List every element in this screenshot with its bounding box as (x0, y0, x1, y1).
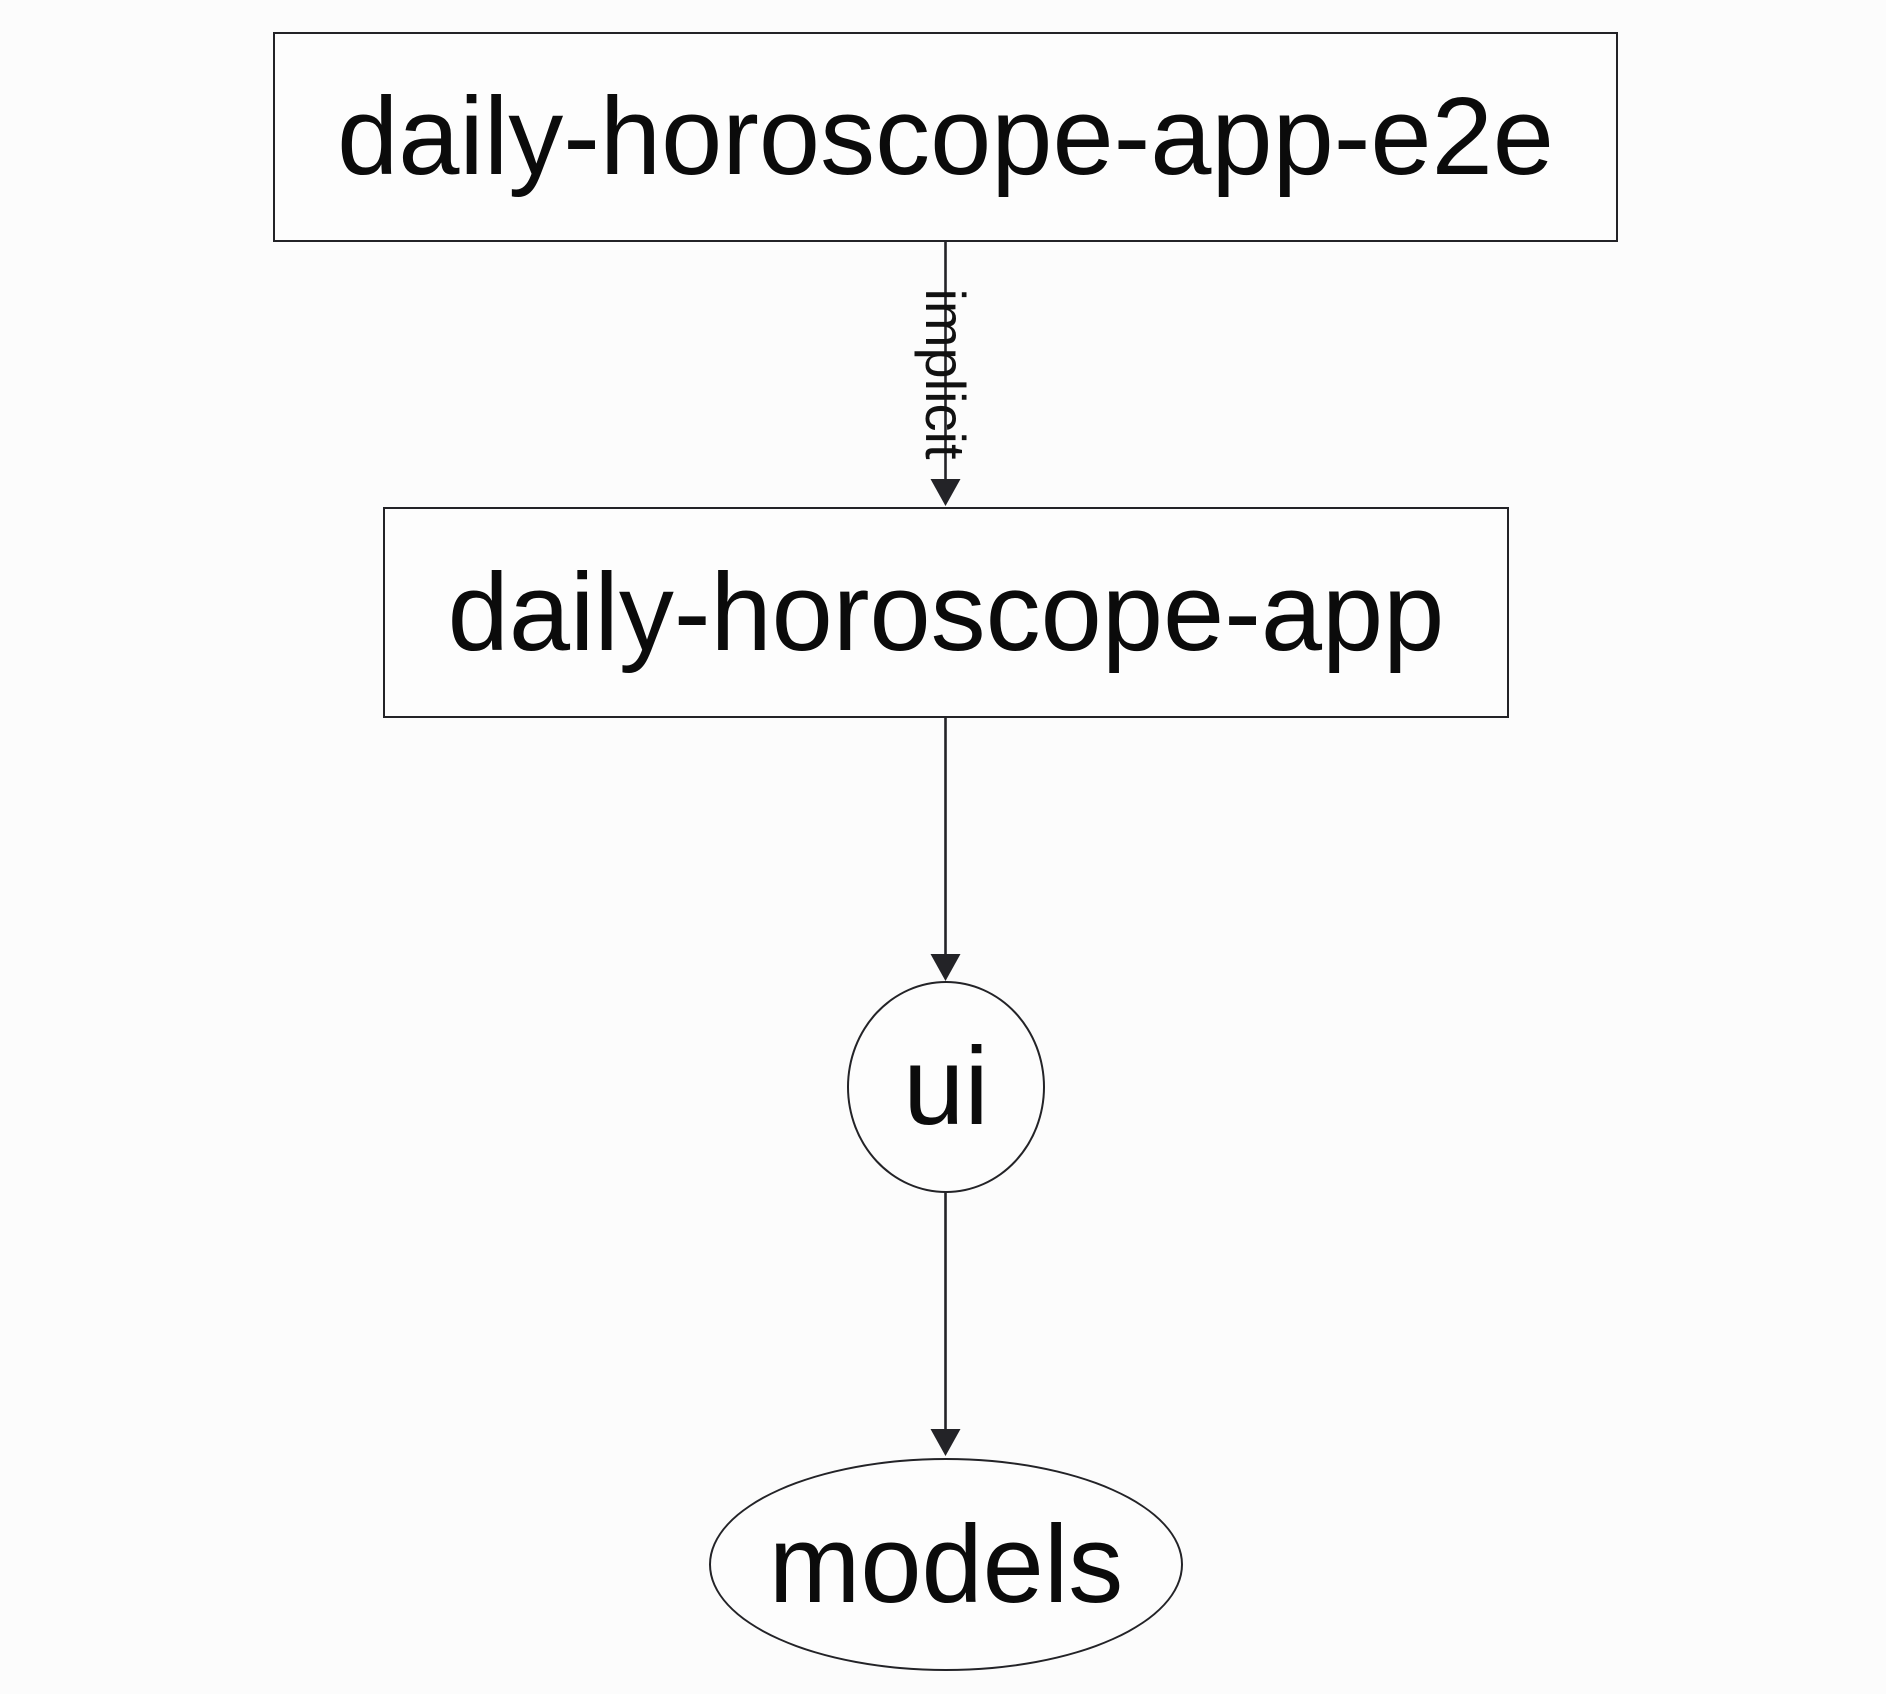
node-label: daily-horoscope-app (447, 550, 1445, 674)
node-label: models (768, 1502, 1124, 1626)
arrowhead-icon (930, 479, 961, 506)
node-models[interactable]: models (709, 1458, 1183, 1671)
node-ui[interactable]: ui (847, 981, 1045, 1193)
node-label: daily-horoscope-app-e2e (337, 75, 1554, 198)
arrowhead-icon (930, 1429, 961, 1456)
edge-label-implicit: implicit (914, 288, 977, 460)
node-daily-horoscope-app[interactable]: daily-horoscope-app (383, 507, 1509, 718)
arrowhead-icon (930, 954, 961, 981)
node-daily-horoscope-app-e2e[interactable]: daily-horoscope-app-e2e (273, 32, 1618, 242)
node-label: ui (903, 1025, 989, 1148)
